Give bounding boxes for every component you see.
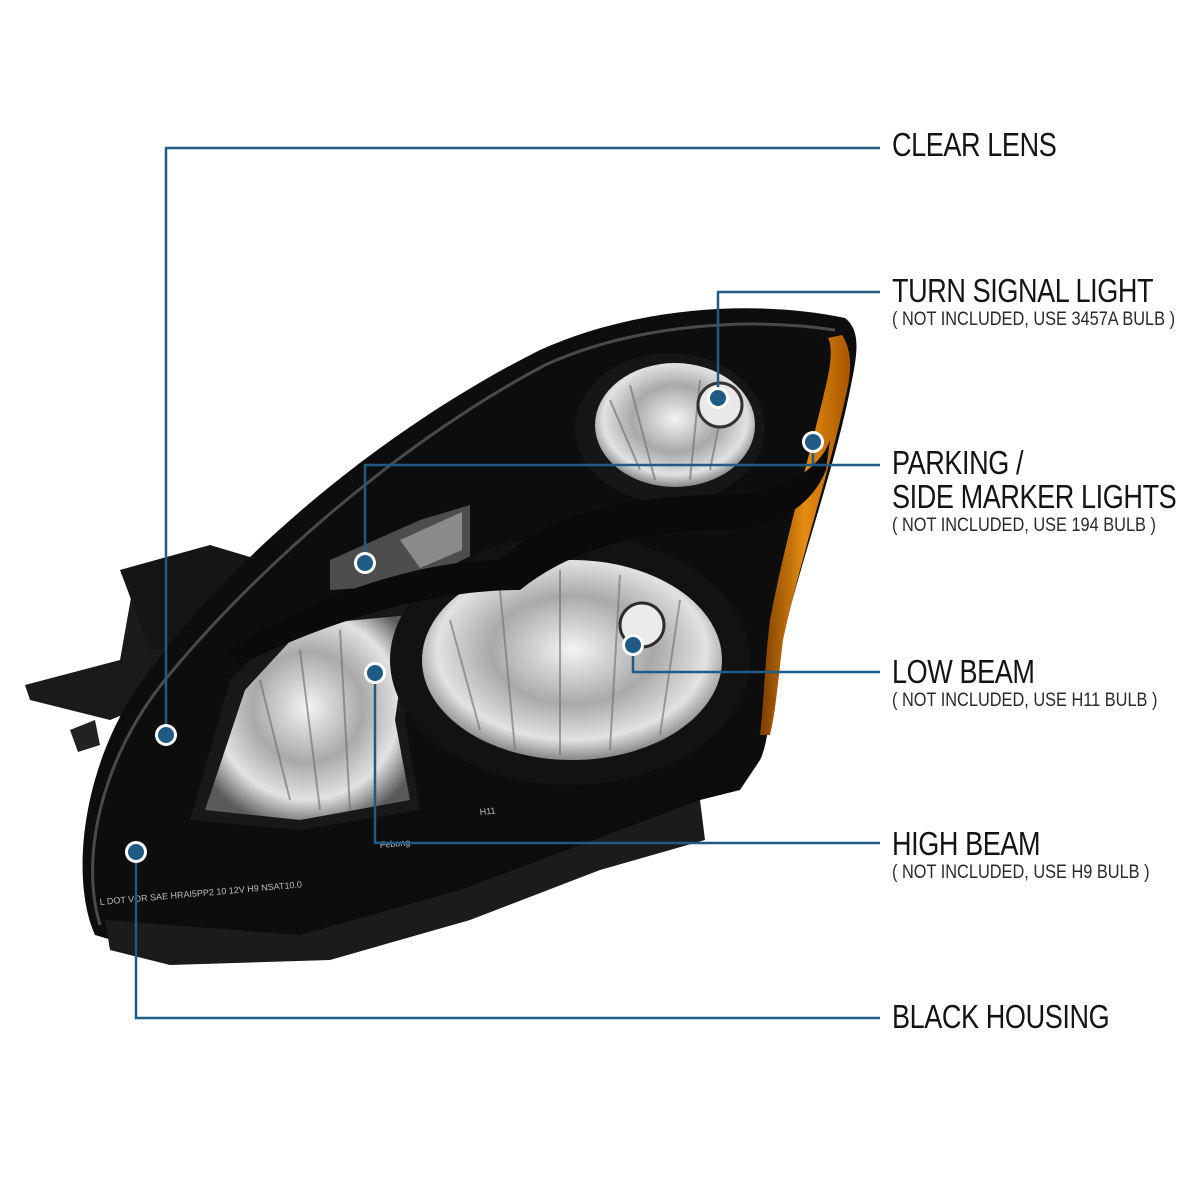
label-black-housing: BLACK HOUSING	[892, 1000, 1157, 1034]
callout-line-black-housing	[134, 852, 880, 1020]
side-marker-amber	[760, 335, 851, 735]
label-title: CLEAR LENS	[892, 126, 1057, 163]
label-subtitle: ( NOT INCLUDED, USE H9 BULB )	[892, 862, 1150, 883]
label-title: PARKING /	[892, 444, 1024, 481]
label-high-beam: HIGH BEAM ( NOT INCLUDED, USE H9 BULB )	[892, 827, 1191, 883]
callout-dot-high-beam	[364, 662, 386, 684]
callout-line-clear-lens	[164, 146, 880, 735]
label-low-beam: LOW BEAM ( NOT INCLUDED, USE H11 BULB )	[892, 655, 1200, 711]
callout-dot-black-housing	[125, 841, 147, 863]
callout-dot-clear-lens	[155, 724, 177, 746]
lens-code-text: H11	[479, 806, 496, 817]
callout-dot-low-beam	[622, 634, 644, 656]
callout-dot-turn-signal	[707, 387, 729, 409]
callout-dot-side-marker	[802, 431, 824, 453]
label-parking: PARKING / SIDE MARKER LIGHTS ( NOT INCLU…	[892, 446, 1200, 536]
callout-lines	[134, 146, 880, 1020]
label-title: BLACK HOUSING	[892, 998, 1110, 1035]
label-title: HIGH BEAM	[892, 825, 1041, 862]
callout-line-parking	[363, 463, 880, 563]
housing-base	[105, 800, 705, 965]
label-subtitle: ( NOT INCLUDED, USE 194 BULB )	[892, 515, 1156, 536]
label-subtitle: ( NOT INCLUDED, USE 3457A BULB )	[892, 309, 1176, 330]
label-title: LOW BEAM	[892, 653, 1035, 690]
low-beam-reflector	[390, 535, 750, 785]
lens-rim	[91, 322, 836, 926]
turn-signal-reflector	[575, 353, 765, 503]
callout-dot-parking	[354, 552, 376, 574]
label-turn-signal: TURN SIGNAL LIGHT ( NOT INCLUDED, USE 34…	[892, 274, 1200, 330]
label-clear-lens: CLEAR LENS	[892, 128, 1092, 162]
label-subtitle: ( NOT INCLUDED, USE H11 BULB )	[892, 690, 1158, 711]
callout-line-high-beam	[373, 673, 880, 845]
high-beam-reflector	[190, 600, 420, 830]
label-title: TURN SIGNAL LIGHT	[892, 272, 1154, 309]
callout-line-turn-signal	[716, 290, 880, 398]
housing-brow	[230, 440, 830, 665]
label-title-line2: SIDE MARKER LIGHTS	[892, 478, 1177, 515]
callout-dots	[125, 387, 824, 863]
